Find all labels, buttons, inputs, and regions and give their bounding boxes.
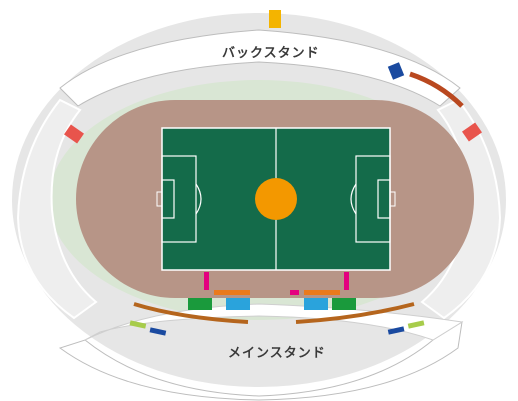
green-box-left[interactable]	[188, 298, 212, 310]
right-goal	[389, 191, 396, 207]
seat-zone-brown-left[interactable]	[133, 302, 249, 324]
seat-marker-navy-left[interactable]	[149, 327, 167, 336]
blue-box-right[interactable]	[304, 298, 328, 310]
magenta-small[interactable]	[290, 290, 299, 295]
seat-marker-lightgreen-left[interactable]	[129, 320, 147, 329]
seat-marker-red-right[interactable]	[462, 122, 482, 142]
blue-box-left[interactable]	[226, 298, 250, 310]
seat-marker-navy-right[interactable]	[387, 326, 405, 335]
seat-marker-lightgreen-right[interactable]	[407, 320, 425, 329]
back-stand-label: バックスタンド	[222, 46, 320, 61]
left-penalty-arc	[195, 183, 202, 215]
main-stand-block[interactable]	[58, 321, 463, 401]
right-penalty-arc	[350, 183, 357, 215]
left-goal	[156, 191, 163, 207]
center-circle-marker[interactable]	[255, 178, 297, 220]
magenta-post-left[interactable]	[204, 272, 209, 290]
orange-bar-left[interactable]	[214, 290, 250, 295]
back-stand-block[interactable]	[59, 29, 461, 107]
seat-marker-red-left[interactable]	[64, 124, 84, 144]
magenta-post-right[interactable]	[344, 272, 349, 290]
green-box-right[interactable]	[332, 298, 356, 310]
seat-zone-brown-right[interactable]	[295, 302, 415, 324]
seat-zone-brown-top[interactable]	[409, 71, 464, 108]
main-stand-label: メインスタンド	[228, 346, 326, 361]
gate-marker-top[interactable]	[269, 10, 281, 28]
left-stand-segment	[16, 98, 98, 320]
seat-marker-navy-top[interactable]	[387, 62, 405, 80]
orange-bar-right[interactable]	[304, 290, 340, 295]
